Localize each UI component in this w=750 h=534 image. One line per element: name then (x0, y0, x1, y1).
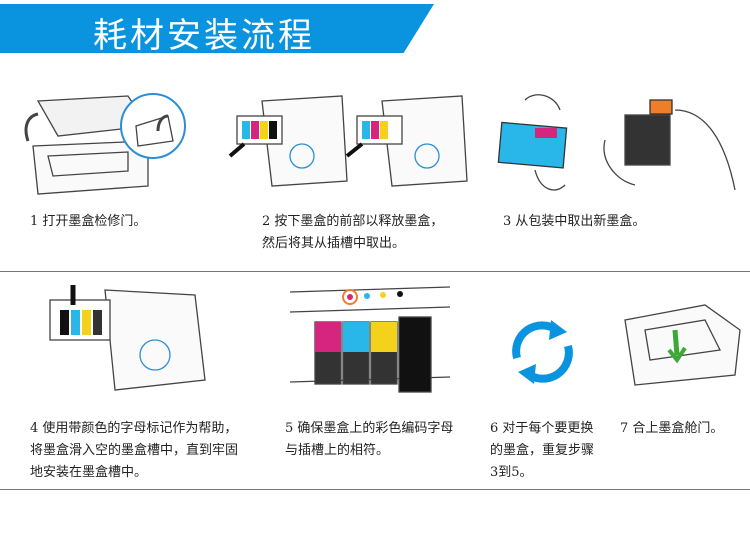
step-text-line: 7 合上墨盒舱门。 (620, 421, 724, 436)
printer-open-door-illustration (24, 93, 186, 195)
step-text-line: 4 使用带颜色的字母标记作为帮助， (30, 421, 238, 436)
step-2-text: 2 按下墨盒的前部以释放墨盒， 然后将其从插槽中取出。 (262, 211, 443, 255)
step-text-line: 5 确保墨盒上的彩色编码字母 (285, 421, 454, 436)
step-text-line: 3到5。 (490, 465, 533, 480)
title-banner (0, 4, 434, 53)
step-text-line: 然后将其从插槽中取出。 (262, 236, 406, 251)
step-1-text: 1 打开墨盒检修门。 (30, 211, 146, 233)
unpack-cartridge-illustration (497, 94, 736, 191)
step-3-text: 3 从包装中取出新墨盒。 (503, 211, 645, 233)
color-match-illustration (290, 286, 450, 393)
press-cartridge-illustration (228, 95, 468, 187)
page-title: 耗材安装流程 (93, 16, 315, 56)
divider (0, 271, 750, 272)
step-text-line: 3 从包装中取出新墨盒。 (503, 214, 646, 229)
step-7-text: 7 合上墨盒舱门。 (620, 418, 723, 440)
repeat-cycle-icon (512, 320, 573, 384)
divider (0, 489, 750, 490)
step-4-text: 4 使用带颜色的字母标记作为帮助， 将墨盒滑入空的墨盒槽中，直到牢固地安装在墨盒槽… (30, 418, 238, 484)
step-text-line: 1 打开墨盒检修门。 (30, 214, 147, 229)
step-text-line: 地安装在墨盒槽中。 (30, 465, 148, 480)
step-text-line: 的墨盒，重复步骤 (490, 443, 595, 458)
step-text-line: 6 对于每个要更换 (490, 421, 594, 436)
step-6-text: 6 对于每个要更换的墨盒，重复步骤 3到5。 (490, 418, 594, 484)
close-door-illustration (624, 304, 741, 386)
insert-cartridge-illustration (49, 285, 206, 391)
step-text-line: 与插槽上的相符。 (285, 443, 390, 458)
step-text-line: 2 按下墨盒的前部以释放墨盒， (262, 214, 444, 229)
step-5-text: 5 确保墨盒上的彩色编码字母与插槽上的相符。 (285, 418, 453, 462)
step-text-line: 将墨盒滑入空的墨盒槽中，直到牢固 (30, 443, 239, 458)
